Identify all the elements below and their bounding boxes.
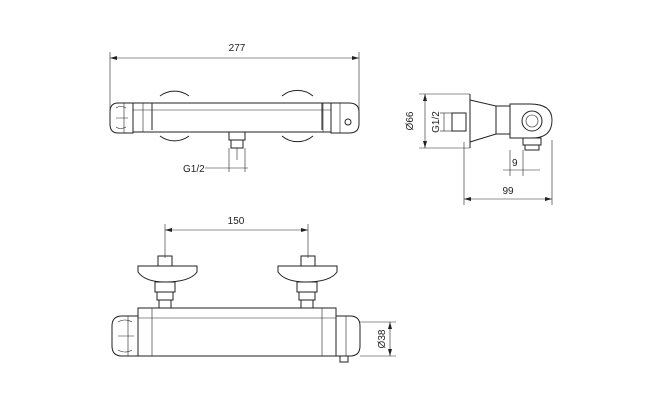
dim-top-diameter: Ø38 [377,329,388,348]
side-view: Ø66 G1/2 9 99 [405,93,553,205]
top-view: 150 Ø38 [111,216,396,363]
dim-side-thread: G1/2 [431,111,442,133]
dim-side-diameter: Ø66 [405,111,416,130]
dim-front-width: 277 [229,43,246,54]
dim-front-inlet-thread: G1/2 [183,164,205,175]
dim-top-centers: 150 [228,216,245,227]
dim-side-depth: 99 [502,186,514,197]
front-view: 277 G1/2 [109,43,360,175]
dim-side-offset: 9 [512,158,518,169]
